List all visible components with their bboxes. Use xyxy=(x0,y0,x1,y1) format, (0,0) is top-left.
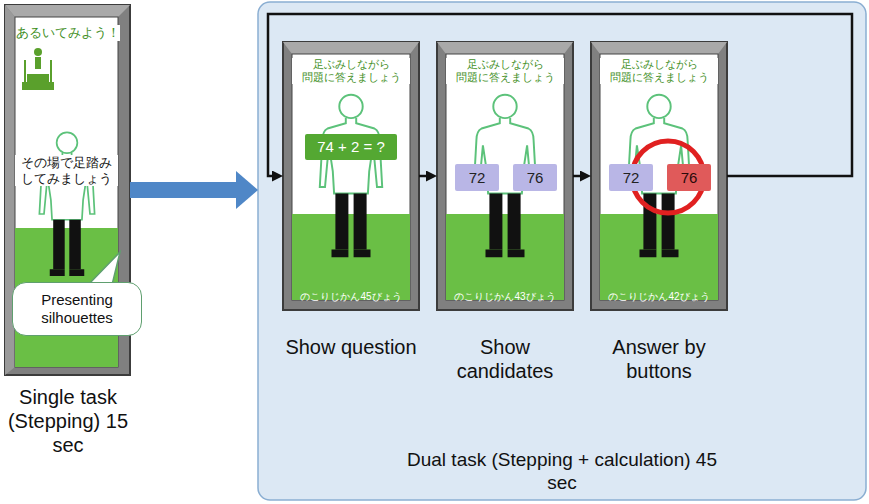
time-remaining: のこりじかん45びょう xyxy=(300,291,401,303)
text-slot: あるいてみよう！ xyxy=(10,23,125,41)
text-slot: その場で足踏み してみましょう xyxy=(15,155,118,187)
box-label: 76 xyxy=(527,169,544,187)
text-slot: のこりじかん43びょう xyxy=(446,286,564,304)
text-slot: Single task (Stepping) 15 sec xyxy=(3,385,133,457)
task-device xyxy=(283,42,419,310)
box-label: Presenting silhouettes xyxy=(18,291,136,327)
screen-instruction: 足ぶみしながら 問題に答えましょう xyxy=(292,58,410,84)
transition-arrow xyxy=(130,182,236,198)
question-box: 74 + 2 = ? xyxy=(305,134,397,160)
panel-caption: Dual task (Stepping + calculation) 45 se… xyxy=(392,449,732,495)
text-slot: Show candidates xyxy=(445,335,565,383)
time-remaining: のこりじかん43びょう xyxy=(454,291,555,303)
flow-arrow xyxy=(573,175,580,178)
time-remaining: のこりじかん42びょう xyxy=(608,291,709,303)
text-slot: Dual task (Stepping + calculation) 45 se… xyxy=(392,449,732,495)
box-label: 74 + 2 = ? xyxy=(317,138,385,156)
text-slot: のこりじかん42びょう xyxy=(600,286,718,304)
text-slot: 足ぶみしながら 問題に答えましょう xyxy=(292,58,410,85)
box-label: 72 xyxy=(469,169,486,187)
text-slot: Answer by buttons xyxy=(599,335,719,383)
text-slot: のこりじかん45びょう xyxy=(292,286,410,304)
screen-instruction: 足ぶみしながら 問題に答えましょう xyxy=(600,58,718,84)
task-screen: 7276足ぶみしながら 問題に答えましょうのこりじかん43びょうShow can… xyxy=(437,42,573,310)
step-caption: Answer by buttons xyxy=(599,335,719,383)
flow-arrow xyxy=(419,175,426,178)
text-slot: 足ぶみしながら 問題に答えましょう xyxy=(446,58,564,85)
dual-task-panel: 74 + 2 = ? 足ぶみしながら 問題に答えましょうのこりじかん45びょう Sh… xyxy=(258,2,866,500)
step-caption: Show candidates xyxy=(445,335,565,383)
answer-button: 72 xyxy=(609,164,653,191)
text-slot: 足ぶみしながら 問題に答えましょう xyxy=(600,58,718,85)
answer-button: 76 xyxy=(667,164,711,191)
screen-instruction: 足ぶみしながら 問題に答えましょう xyxy=(446,58,564,84)
task-device xyxy=(437,42,573,310)
task-panel xyxy=(258,2,866,500)
answer-button: 76 xyxy=(513,164,557,191)
screen-title: あるいてみよう！ xyxy=(16,25,120,41)
step-caption: Show question xyxy=(285,335,416,359)
step-caption: Single task (Stepping) 15 sec xyxy=(3,385,133,457)
screen-instruction: その場で足踏み してみましょう xyxy=(15,155,118,186)
box-label: 76 xyxy=(681,169,698,187)
task-screen: 7276足ぶみしながら 問題に答えましょうのこりじかん42びょうAnswer b… xyxy=(591,42,727,310)
flow-arrow xyxy=(268,14,852,176)
stepper-icon xyxy=(22,48,54,90)
task-screen: 74 + 2 = ?足ぶみしながら 問題に答えましょうのこりじかん45びょうSh… xyxy=(283,42,419,310)
callout-tail xyxy=(88,252,120,285)
answer-button: 72 xyxy=(455,164,499,191)
task-device xyxy=(591,42,727,310)
single-task-screen: Presenting silhouettesあるいてみよう！その場で足踏み して… xyxy=(5,5,130,375)
box-label: 72 xyxy=(623,169,640,187)
callout-bubble: Presenting silhouettes xyxy=(12,282,142,336)
text-slot: Show question xyxy=(276,335,426,359)
